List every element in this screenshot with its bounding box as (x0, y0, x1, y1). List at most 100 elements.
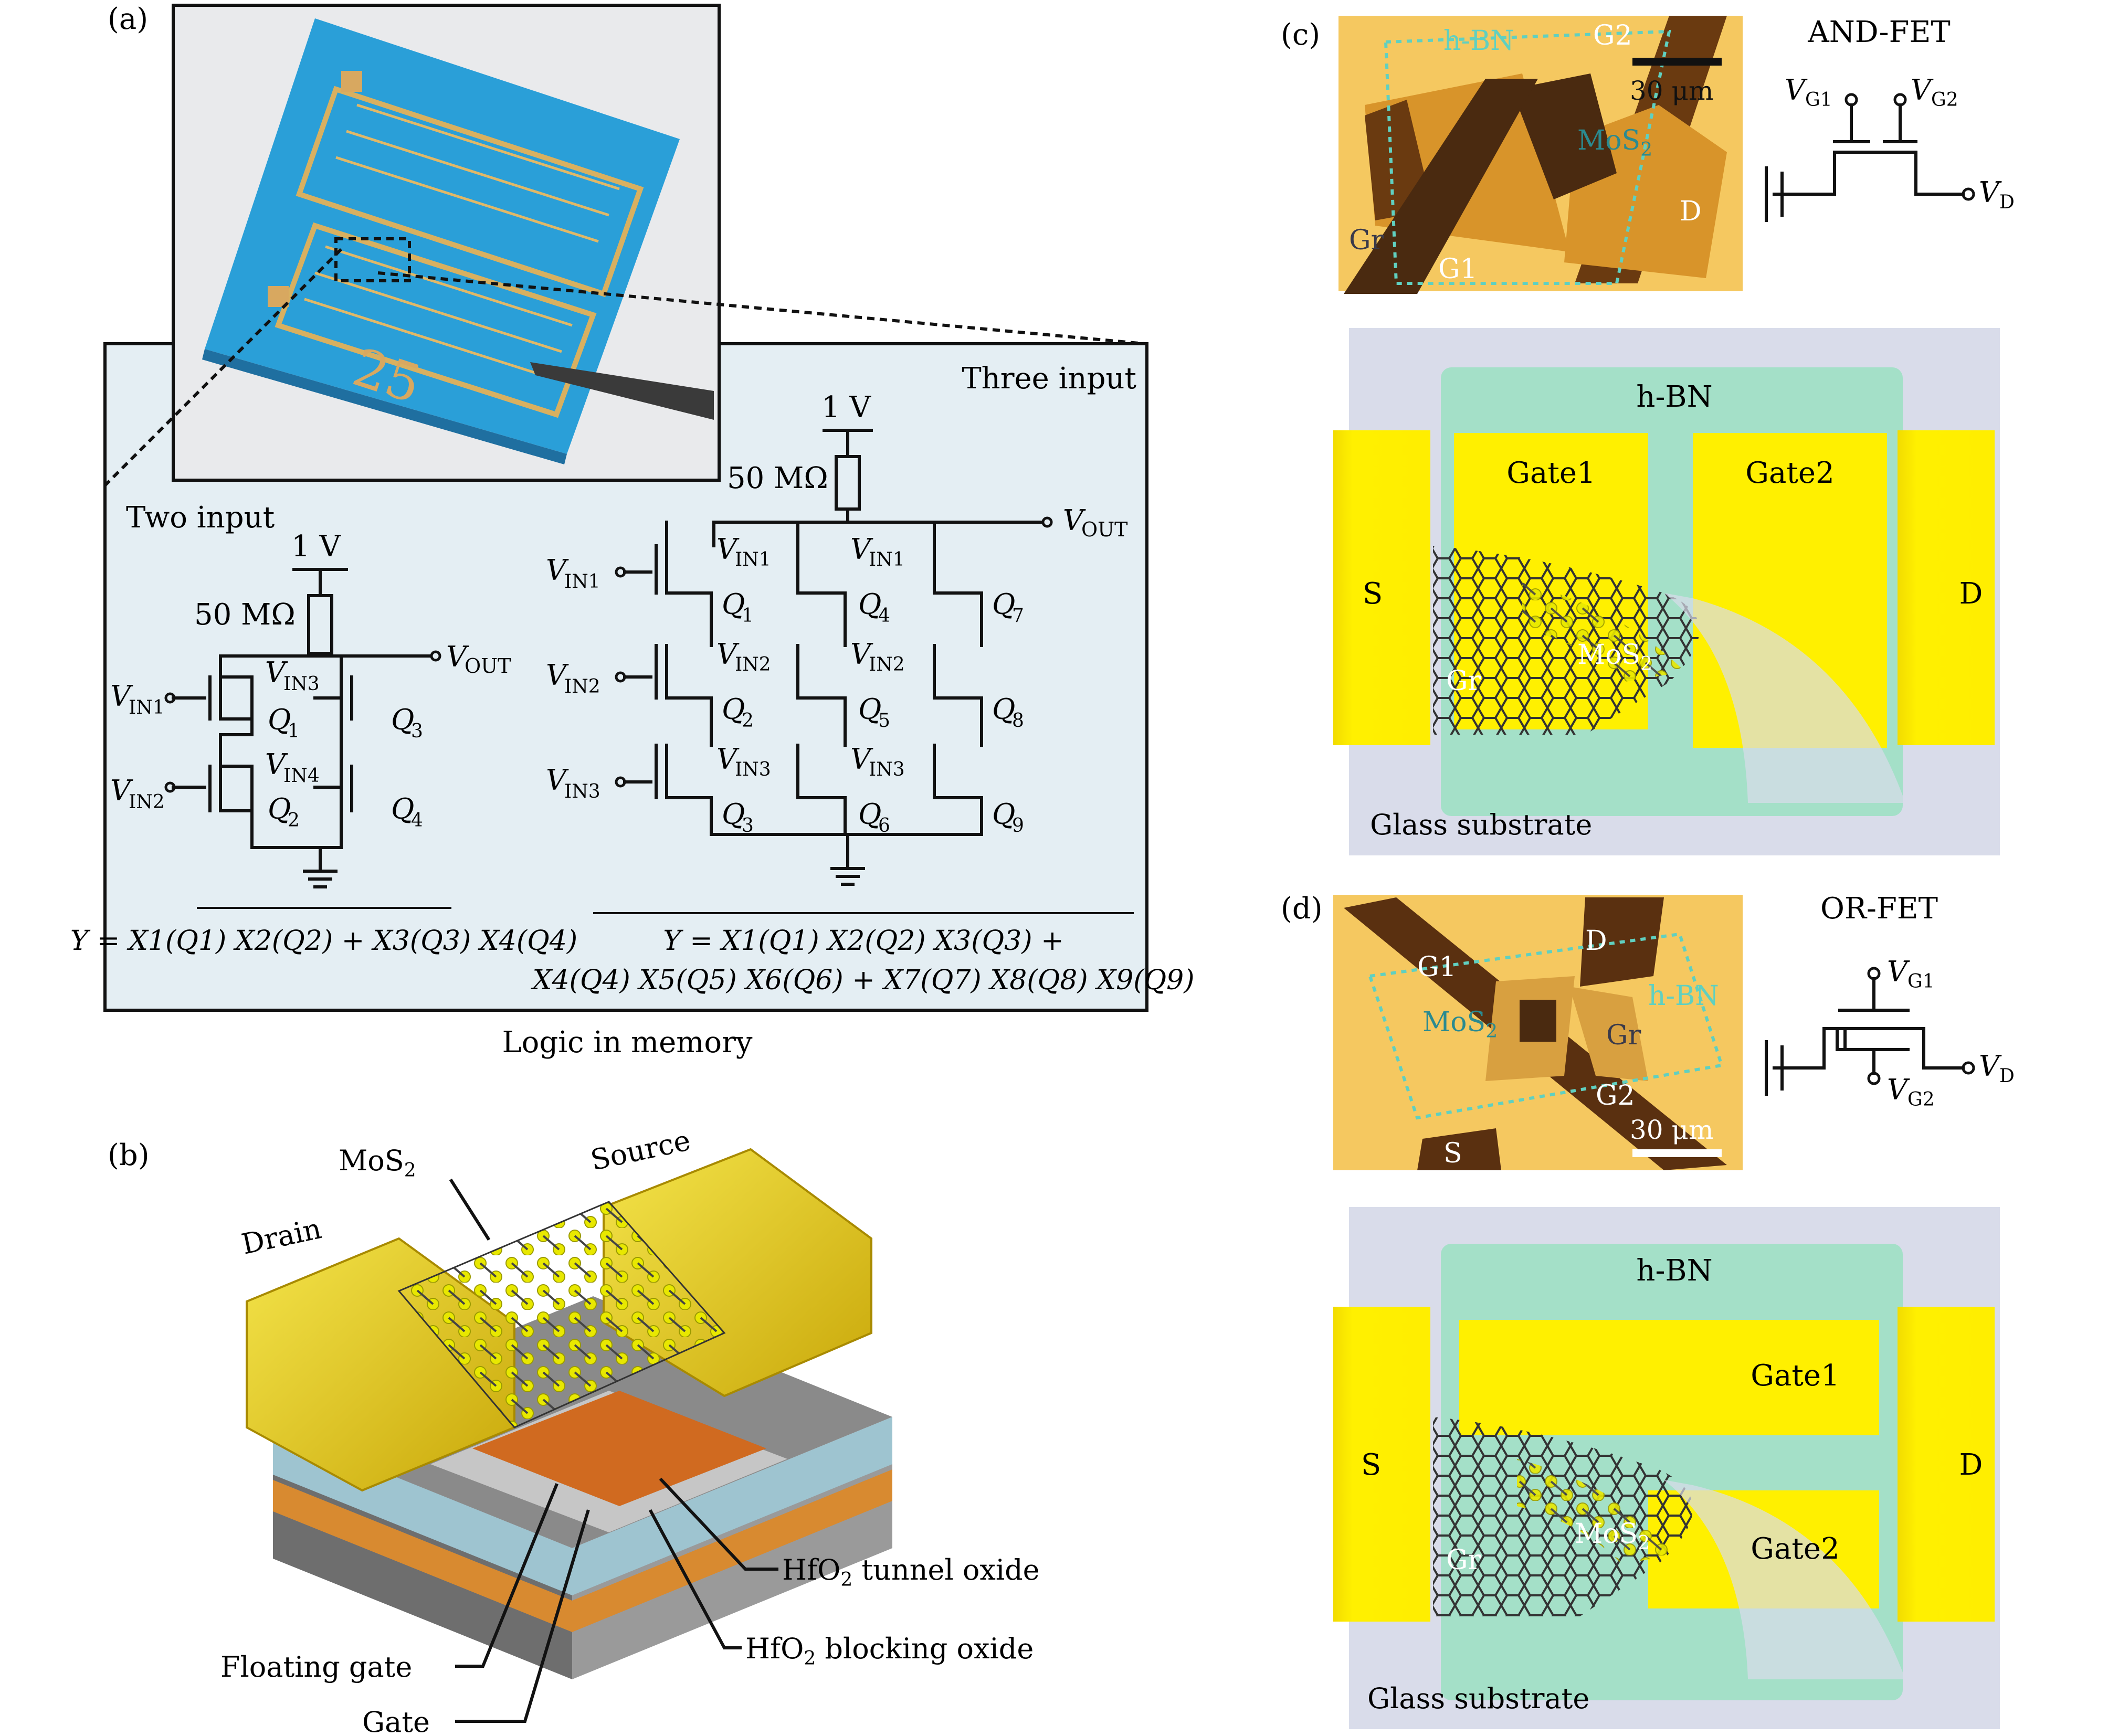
svg-text:D: D (1959, 577, 1983, 611)
svg-text:V: V (446, 640, 469, 673)
svg-text:IN2: IN2 (869, 654, 905, 675)
svg-text:G1: G1 (1438, 253, 1478, 285)
svg-text:IN2: IN2 (564, 676, 600, 697)
svg-text:IN2: IN2 (735, 654, 771, 675)
or-gate1-label: Gate1 (1751, 1359, 1839, 1393)
svg-text:8: 8 (1012, 710, 1024, 732)
equation-two-input: Y = X1(Q1) X2(Q2) + X3(Q3) X4(Q4) (70, 925, 577, 957)
svg-text:h-BN: h-BN (1636, 380, 1712, 414)
and-fet-micrograph (1338, 16, 1743, 294)
svg-text:V: V (850, 533, 873, 566)
or-fet-title: OR-FET (1820, 892, 1938, 926)
svg-text:OUT: OUT (1081, 518, 1128, 541)
panel-b-label: (b) (108, 1138, 150, 1172)
svg-text:IN3: IN3 (735, 759, 771, 780)
svg-text:30 μm: 30 μm (1630, 1115, 1713, 1145)
drain-label: Drain (239, 1212, 324, 1261)
gate-label: Gate (362, 1706, 430, 1734)
svg-text:1 V: 1 V (291, 530, 341, 564)
svg-text:V: V (546, 659, 569, 692)
svg-text:Q: Q (391, 703, 414, 736)
svg-text:S: S (1443, 1138, 1462, 1169)
svg-text:IN3: IN3 (283, 673, 320, 695)
or-fet-micrograph (1333, 895, 1743, 1170)
svg-text:MoS2: MoS2 (1577, 125, 1652, 161)
or-fet-symbol (1765, 967, 1975, 1096)
equation-three-input-2: X4(Q4) X5(Q5) X6(Q6) + X7(Q7) X8(Q8) X9(… (530, 965, 1194, 996)
svg-text:V: V (850, 638, 873, 671)
svg-text:Gr: Gr (1446, 1544, 1481, 1576)
tweezers (530, 362, 714, 420)
svg-text:7: 7 (1012, 605, 1024, 627)
and-fet-schematic (1333, 328, 2000, 855)
svg-text:4: 4 (411, 810, 423, 831)
svg-text:G2: G2 (1596, 1080, 1635, 1112)
svg-text:VG2: VG2 (1887, 1073, 1935, 1110)
svg-text:VD: VD (1979, 1050, 2015, 1087)
svg-text:V: V (716, 743, 740, 776)
panel-d-label: (d) (1281, 892, 1323, 926)
svg-text:V: V (110, 680, 133, 713)
svg-text:VG1: VG1 (1887, 955, 1935, 992)
svg-text:V: V (546, 554, 569, 587)
and-glass-label: Glass substrate (1370, 808, 1592, 841)
svg-text:Q: Q (858, 798, 881, 831)
svg-text:V: V (1063, 504, 1086, 537)
svg-text:V: V (265, 748, 288, 781)
svg-text:1 V: 1 V (821, 390, 871, 425)
svg-text:IN3: IN3 (564, 781, 600, 802)
svg-text:Q: Q (858, 693, 881, 726)
svg-text:IN1: IN1 (564, 571, 600, 592)
svg-text:OUT: OUT (465, 654, 511, 678)
svg-text:Q: Q (722, 798, 745, 831)
svg-text:IN1: IN1 (869, 549, 905, 570)
tunnel-oxide-label: HfO2 tunnel oxide (782, 1553, 1040, 1591)
svg-text:3: 3 (742, 815, 754, 837)
svg-text:VG1: VG1 (1785, 73, 1832, 111)
svg-text:VD: VD (1979, 176, 2015, 213)
and-gate2-label: Gate2 (1745, 456, 1834, 490)
svg-text:MoS2: MoS2 (1422, 1007, 1498, 1042)
svg-text:Q: Q (992, 588, 1015, 621)
and-fet-title: AND-FET (1807, 15, 1950, 49)
svg-text:D: D (1680, 196, 1702, 227)
svg-text:1: 1 (742, 605, 754, 627)
svg-text:1: 1 (288, 721, 300, 742)
panel-c-label: (c) (1281, 18, 1320, 52)
svg-text:h-BN: h-BN (1648, 980, 1719, 1012)
svg-text:S: S (1361, 1448, 1381, 1482)
memory-device-3d (246, 1148, 892, 1679)
or-gate2-label: Gate2 (1751, 1532, 1839, 1566)
svg-text:V: V (110, 774, 133, 807)
svg-text:h-BN: h-BN (1443, 25, 1514, 57)
source-label: Source (588, 1124, 693, 1177)
svg-text:IN1: IN1 (129, 697, 165, 718)
svg-text:Q: Q (858, 588, 881, 621)
svg-text:Q: Q (391, 792, 414, 825)
svg-text:IN4: IN4 (283, 765, 320, 787)
svg-text:Q: Q (992, 693, 1015, 726)
svg-text:MoS2: MoS2 (1575, 1518, 1650, 1554)
or-fet-schematic (1333, 1207, 2000, 1729)
svg-text:3: 3 (411, 721, 423, 742)
and-fet-symbol (1765, 93, 1975, 222)
svg-text:G2: G2 (1593, 20, 1632, 51)
svg-text:h-BN: h-BN (1636, 1254, 1712, 1288)
svg-text:Q: Q (268, 703, 291, 736)
and-gate1-label: Gate1 (1506, 456, 1595, 490)
blocking-oxide-label: HfO2 blocking oxide (745, 1632, 1034, 1669)
svg-text:2: 2 (742, 710, 754, 732)
svg-text:6: 6 (878, 815, 890, 837)
svg-text:Gr: Gr (1446, 665, 1481, 697)
svg-text:IN1: IN1 (735, 549, 771, 570)
svg-text:IN3: IN3 (869, 759, 905, 780)
svg-text:IN2: IN2 (129, 791, 165, 813)
equation-three-input-1: Y = X1(Q1) X2(Q2) X3(Q3) + (663, 925, 1063, 957)
three-input-title: Three input (962, 362, 1136, 396)
svg-text:D: D (1585, 925, 1607, 957)
svg-text:Gr: Gr (1606, 1020, 1641, 1051)
chip-pads-bottom (275, 222, 597, 418)
svg-text:S: S (1363, 577, 1383, 611)
